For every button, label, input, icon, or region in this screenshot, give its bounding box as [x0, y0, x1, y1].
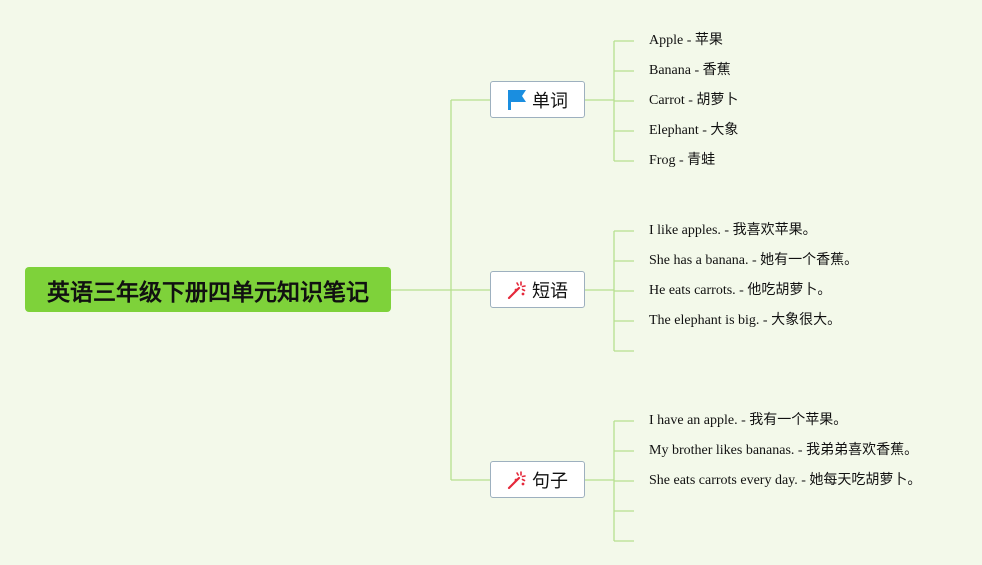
leaf-item[interactable]: Elephant - 大象 — [649, 123, 739, 138]
leaf-item[interactable]: Carrot - 胡萝卜 — [649, 93, 739, 108]
leaf-item[interactable]: Banana - 香蕉 — [649, 63, 731, 78]
branch-topic-words[interactable]: 单词 — [490, 81, 585, 118]
flag-icon — [507, 89, 527, 111]
leaf-item[interactable]: My brother likes bananas. - 我弟弟喜欢香蕉。 — [649, 443, 919, 458]
branch-topic-sentences[interactable]: 句子 — [490, 461, 585, 498]
branch-topic-phrases[interactable]: 短语 — [490, 271, 585, 308]
leaf-item[interactable]: Apple - 苹果 — [649, 33, 723, 48]
branch-label: 句子 — [532, 470, 568, 492]
leaf-item[interactable]: Frog - 青蛙 — [649, 153, 716, 168]
leaf-item[interactable]: I like apples. - 我喜欢苹果。 — [649, 223, 817, 238]
branch-label: 单词 — [532, 90, 568, 112]
leaf-item[interactable]: I have an apple. - 我有一个苹果。 — [649, 413, 848, 428]
leaf-item[interactable]: She has a banana. - 她有一个香蕉。 — [649, 253, 859, 268]
leaf-item[interactable]: The elephant is big. - 大象很大。 — [649, 313, 842, 328]
leaf-item[interactable]: She eats carrots every day. - 她每天吃胡萝卜。 — [649, 473, 922, 488]
branch-label: 短语 — [532, 280, 568, 302]
root-topic[interactable]: 英语三年级下册四单元知识笔记 — [25, 267, 391, 312]
magic-wand-icon — [507, 279, 527, 301]
leaf-item[interactable]: He eats carrots. - 他吃胡萝卜。 — [649, 283, 832, 298]
magic-wand-icon — [507, 469, 527, 491]
